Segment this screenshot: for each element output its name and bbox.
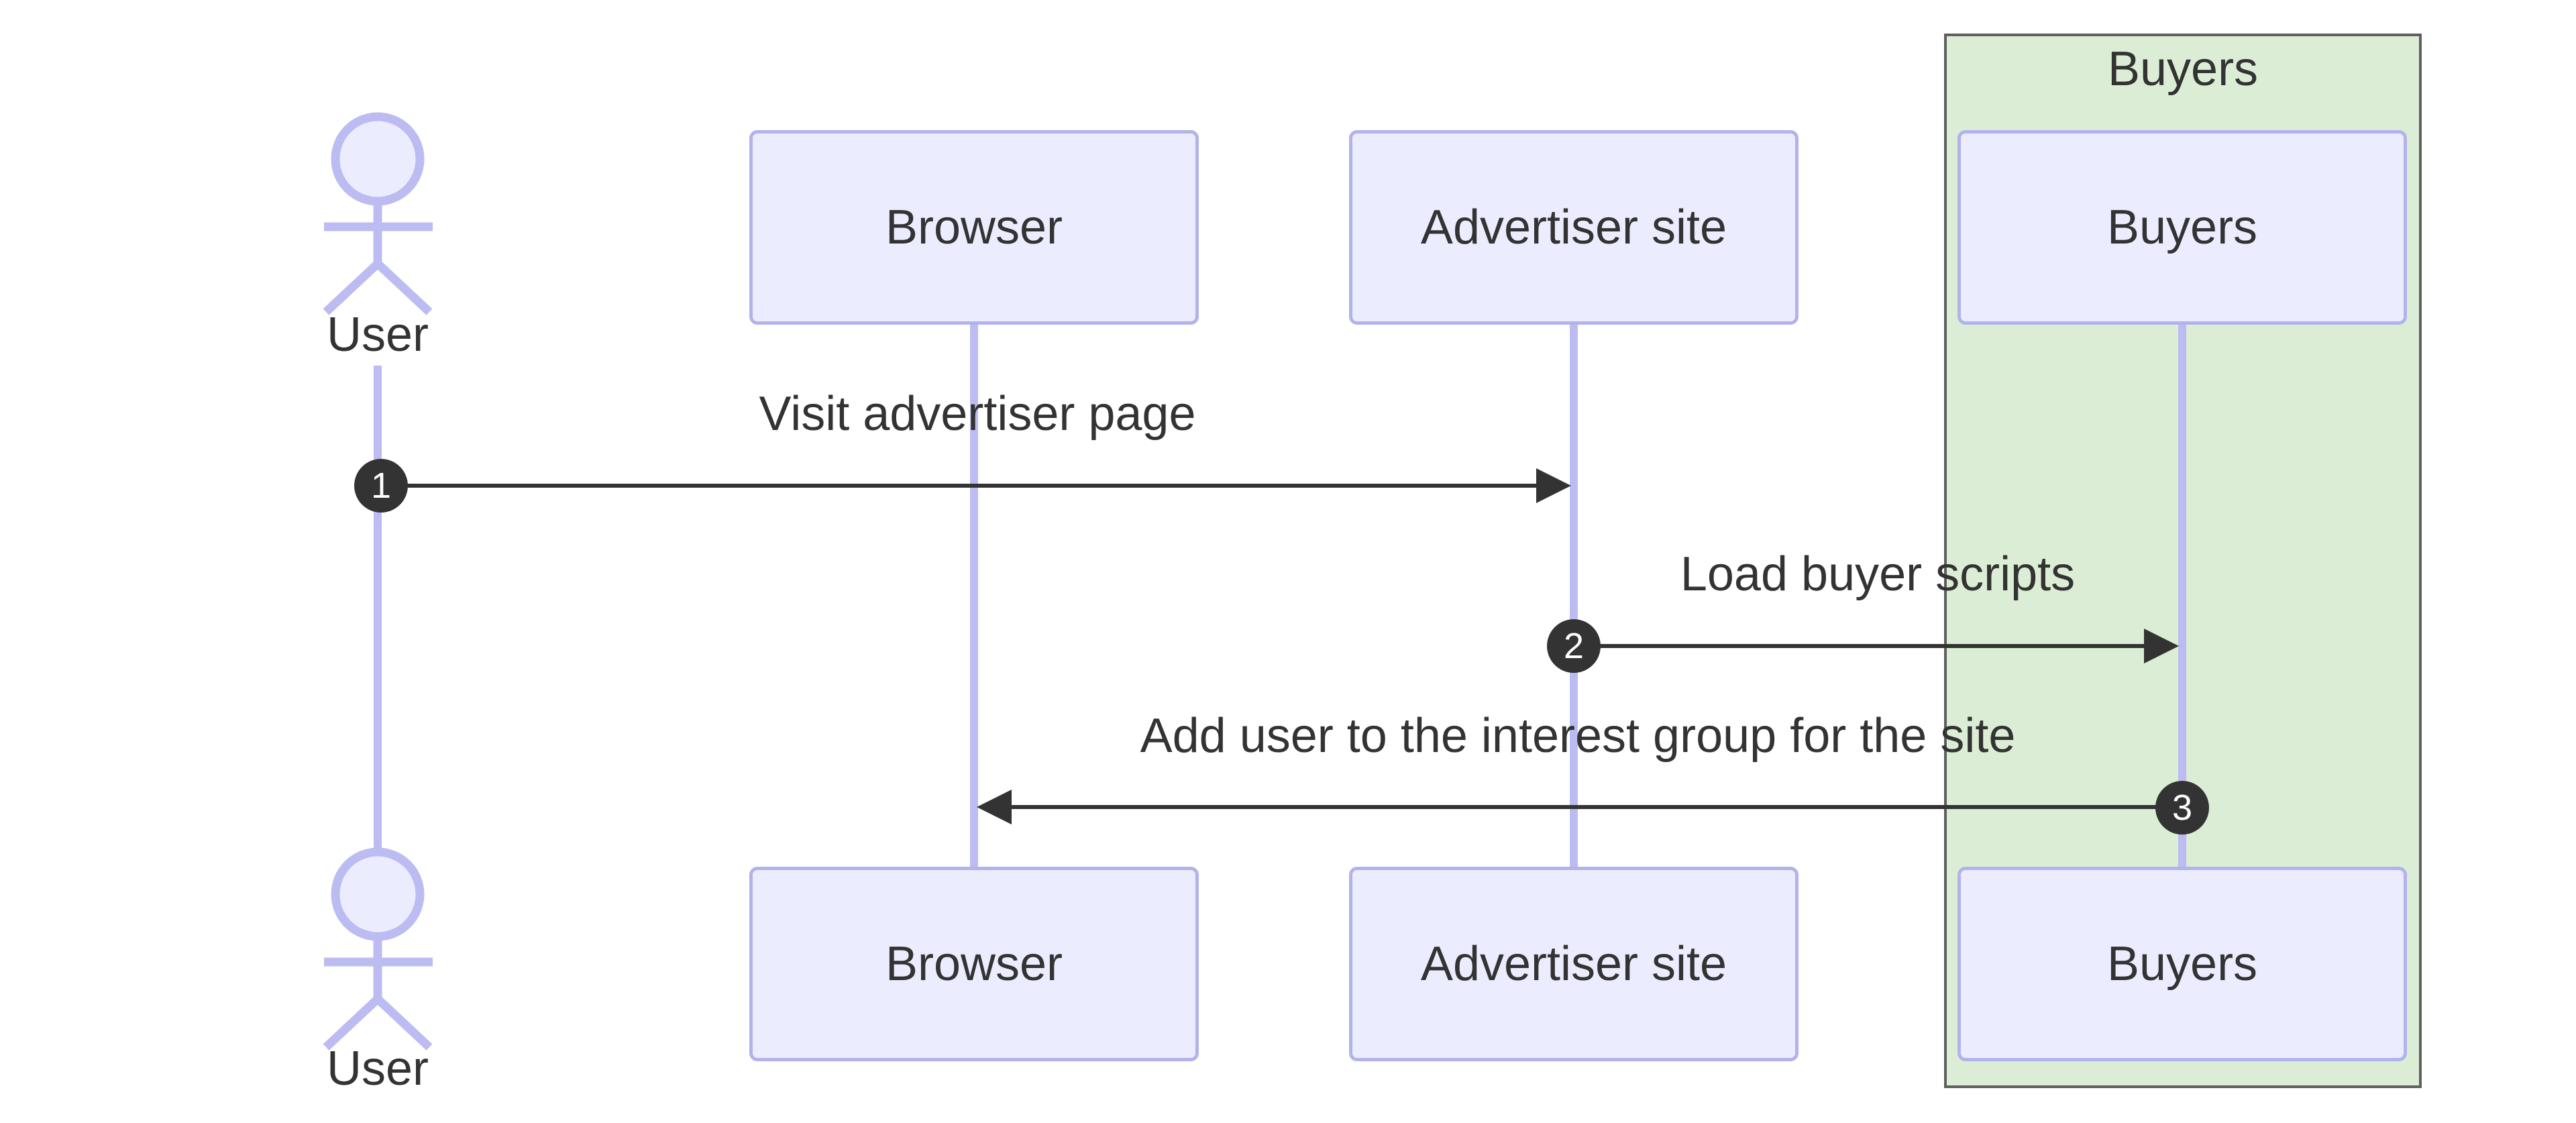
participant-label: Advertiser site	[1420, 201, 1727, 254]
message-1-number-badge: 1	[354, 459, 408, 513]
message-2-arrowhead-icon	[2144, 629, 2179, 663]
user-actor-icon	[323, 847, 433, 1051]
participant-box-browser-top: Browser	[749, 130, 1199, 325]
user-actor-icon	[323, 112, 433, 315]
message-1-arrow-line	[381, 484, 1540, 488]
message-3-arrow-line	[1012, 805, 2182, 809]
lifeline-advertiser-site	[1570, 325, 1578, 867]
participant-label: Browser	[885, 937, 1063, 991]
participant-box-buyers-bottom: Buyers	[1957, 867, 2407, 1061]
lifeline-buyers	[2178, 325, 2186, 867]
participant-box-advertiser-site-bottom: Advertiser site	[1349, 867, 1799, 1061]
participant-label: Buyers	[2106, 201, 2258, 254]
participant-box-buyers-top: Buyers	[1957, 130, 2407, 325]
lifeline-browser	[970, 325, 978, 867]
message-2-arrow-line	[1574, 644, 2145, 648]
participant-box-browser-bottom: Browser	[749, 867, 1199, 1061]
participant-label: Browser	[885, 201, 1063, 254]
user-actor-label-top: User	[326, 308, 429, 362]
message-2-number-badge: 2	[1547, 619, 1601, 673]
message-1-arrowhead-icon	[1536, 468, 1571, 503]
message-3-label: Add user to the interest group for the s…	[1140, 709, 2016, 763]
message-1-label: Visit advertiser page	[759, 387, 1196, 441]
participant-box-advertiser-site-top: Advertiser site	[1349, 130, 1799, 325]
participant-label: Advertiser site	[1420, 937, 1727, 991]
message-3-number-badge: 3	[2155, 781, 2209, 835]
message-2-label: Load buyer scripts	[1680, 547, 2076, 601]
message-3-arrowhead-icon	[977, 790, 1012, 824]
buyers-group-title: Buyers	[2107, 42, 2259, 96]
user-actor-label-bottom: User	[326, 1042, 429, 1095]
lifeline-user	[374, 366, 382, 850]
participant-label: Buyers	[2106, 937, 2258, 991]
